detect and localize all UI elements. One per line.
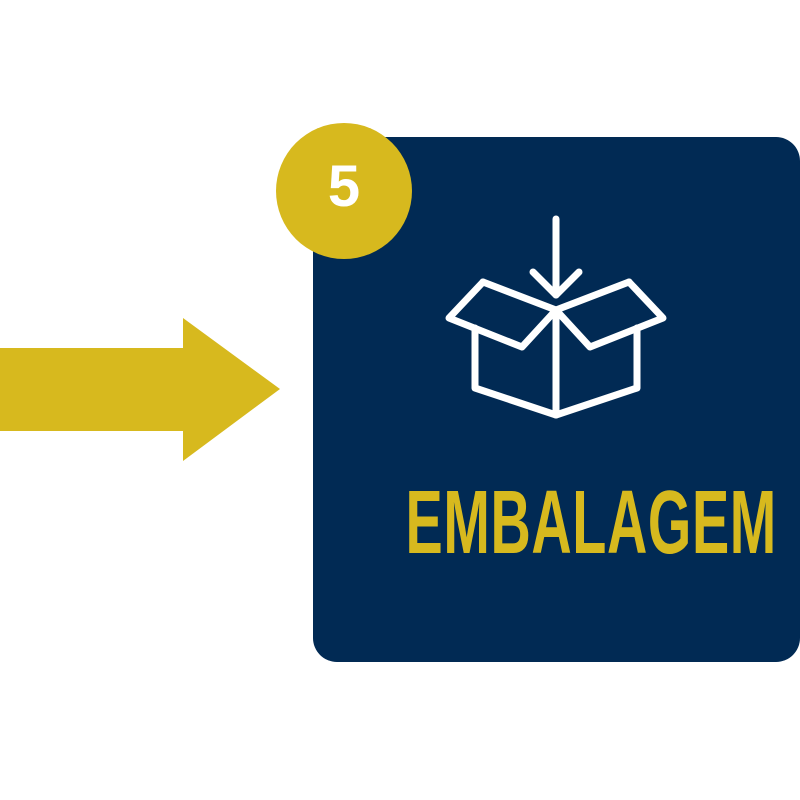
arrow-right-icon <box>0 318 280 461</box>
step-label: EMBALAGEM <box>405 473 777 573</box>
step-number: 5 <box>327 154 361 219</box>
step-number-badge: 5 <box>276 123 412 259</box>
package-download-icon <box>445 215 667 419</box>
